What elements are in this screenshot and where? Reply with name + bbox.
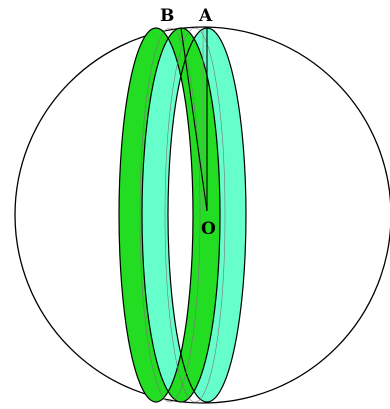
inner-meridian-a: [139, 27, 201, 403]
back-band: [142, 28, 246, 402]
label-point-a: A: [198, 6, 213, 26]
inner-meridian-b: [164, 27, 226, 403]
radius-ob: [180, 27, 208, 212]
sphere-outline: [14, 26, 390, 404]
band-edge-left: [118, 27, 194, 403]
label-center-o: O: [201, 219, 216, 239]
label-point-b: B: [160, 6, 174, 26]
